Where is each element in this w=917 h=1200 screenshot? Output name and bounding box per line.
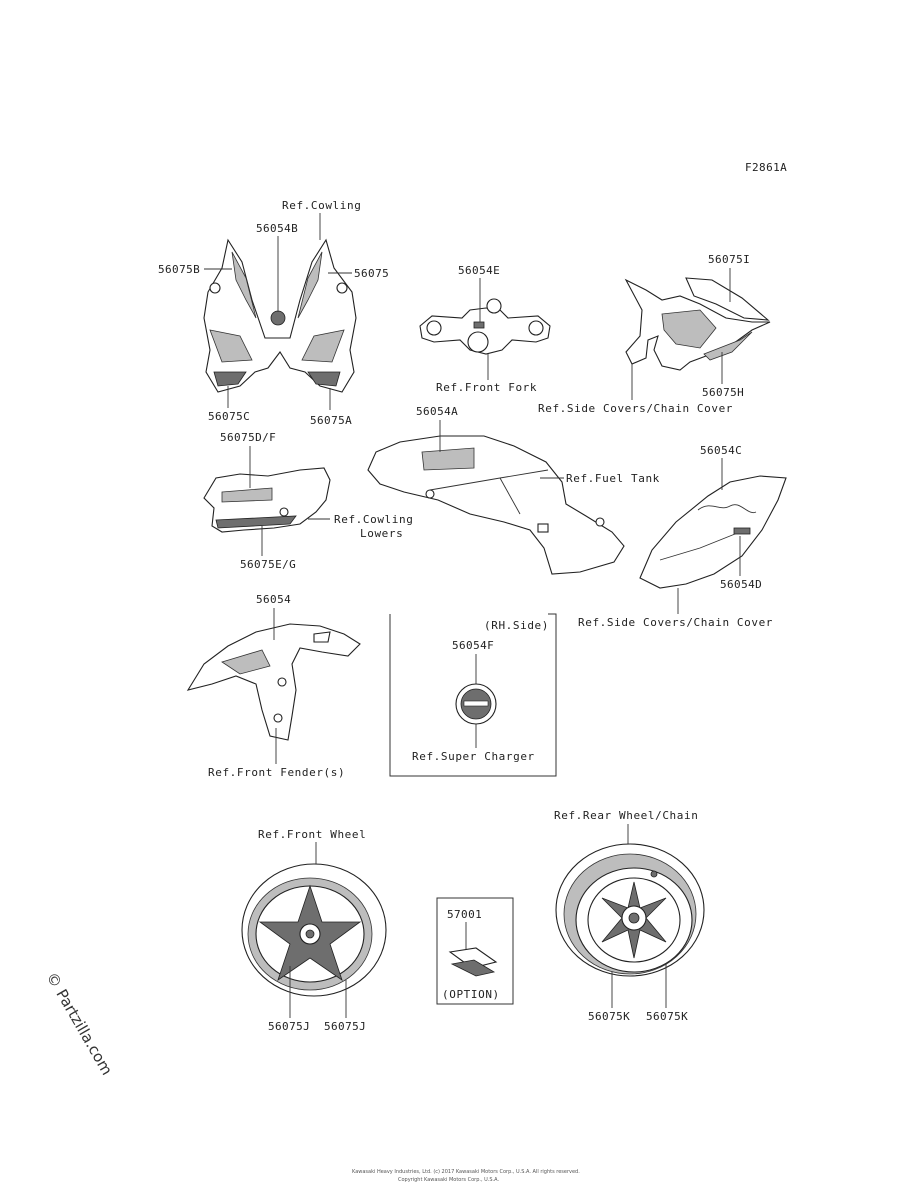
part-56075-label: 56075 (354, 267, 389, 280)
part-56075i-label: 56075I (708, 253, 750, 266)
part-56075j-label-2: 56075J (324, 1020, 366, 1033)
footer-copyright-line-2: Copyright Kawasaki Motors Corp., U.S.A. (398, 1177, 500, 1183)
ref-front-fork-label: Ref.Front Fork (436, 381, 537, 394)
part-57001-label: 57001 (447, 908, 482, 921)
footer-copyright-line-1: Kawasaki Heavy Industries, Ltd. (c) 2017… (352, 1169, 580, 1175)
super-charger-part (455, 683, 497, 725)
ref-fuel-tank-label: Ref.Fuel Tank (566, 472, 660, 485)
rear-wheel-part (555, 843, 705, 977)
ref-front-fender-label: Ref.Front Fender(s) (208, 766, 345, 779)
part-56075a-label: 56075A (310, 414, 352, 427)
diagram-code: F2861A (745, 161, 787, 174)
option-label: (OPTION) (442, 988, 500, 1001)
ref-rear-wheel-label: Ref.Rear Wheel/Chain (554, 809, 698, 822)
ref-cowling-label: Ref.Cowling (282, 199, 361, 212)
part-56054f-label: 56054F (452, 639, 494, 652)
ref-side-covers-label-1: Ref.Side Covers/Chain Cover (538, 402, 733, 415)
ref-front-wheel-label: Ref.Front Wheel (258, 828, 366, 841)
part-56054-label: 56054 (256, 593, 291, 606)
part-56075b-label: 56075B (158, 263, 200, 276)
part-56075e-label: 56075E/G (240, 558, 296, 571)
touch-up-paint-part (448, 947, 498, 977)
front-fender-part (186, 623, 361, 741)
part-56075d-label: 56075D/F (220, 431, 276, 444)
side-cover-part (639, 475, 787, 589)
part-56075k-label-2: 56075K (646, 1010, 688, 1023)
part-56075k-label-1: 56075K (588, 1010, 630, 1023)
tail-cover-part (624, 277, 771, 371)
part-56075j-label-1: 56075J (268, 1020, 310, 1033)
cowling-lowers-part (203, 467, 331, 533)
part-56075h-label: 56075H (702, 386, 744, 399)
fuel-tank-part (367, 435, 625, 575)
super-charger-frame (389, 613, 557, 777)
upper-cowling-part (203, 238, 357, 393)
part-56054e-label: 56054E (458, 264, 500, 277)
ref-super-charger-label: Ref.Super Charger (412, 750, 535, 763)
front-wheel-part (241, 863, 387, 997)
rh-side-label: (RH.Side) (484, 619, 549, 632)
partzilla-watermark: © Partzilla.com (43, 969, 116, 1078)
ref-cowling-lowers-label-2: Lowers (360, 527, 403, 540)
part-56054b-label: 56054B (256, 222, 298, 235)
part-56054a-label: 56054A (416, 405, 458, 418)
part-56075c-label: 56075C (208, 410, 250, 423)
front-fork-clamp-part (419, 298, 551, 355)
part-56054c-label: 56054C (700, 444, 742, 457)
ref-cowling-lowers-label-1: Ref.Cowling (334, 513, 413, 526)
part-56054d-label: 56054D (720, 578, 762, 591)
option-frame (436, 897, 514, 1005)
ref-side-covers-label-2: Ref.Side Covers/Chain Cover (578, 616, 773, 629)
